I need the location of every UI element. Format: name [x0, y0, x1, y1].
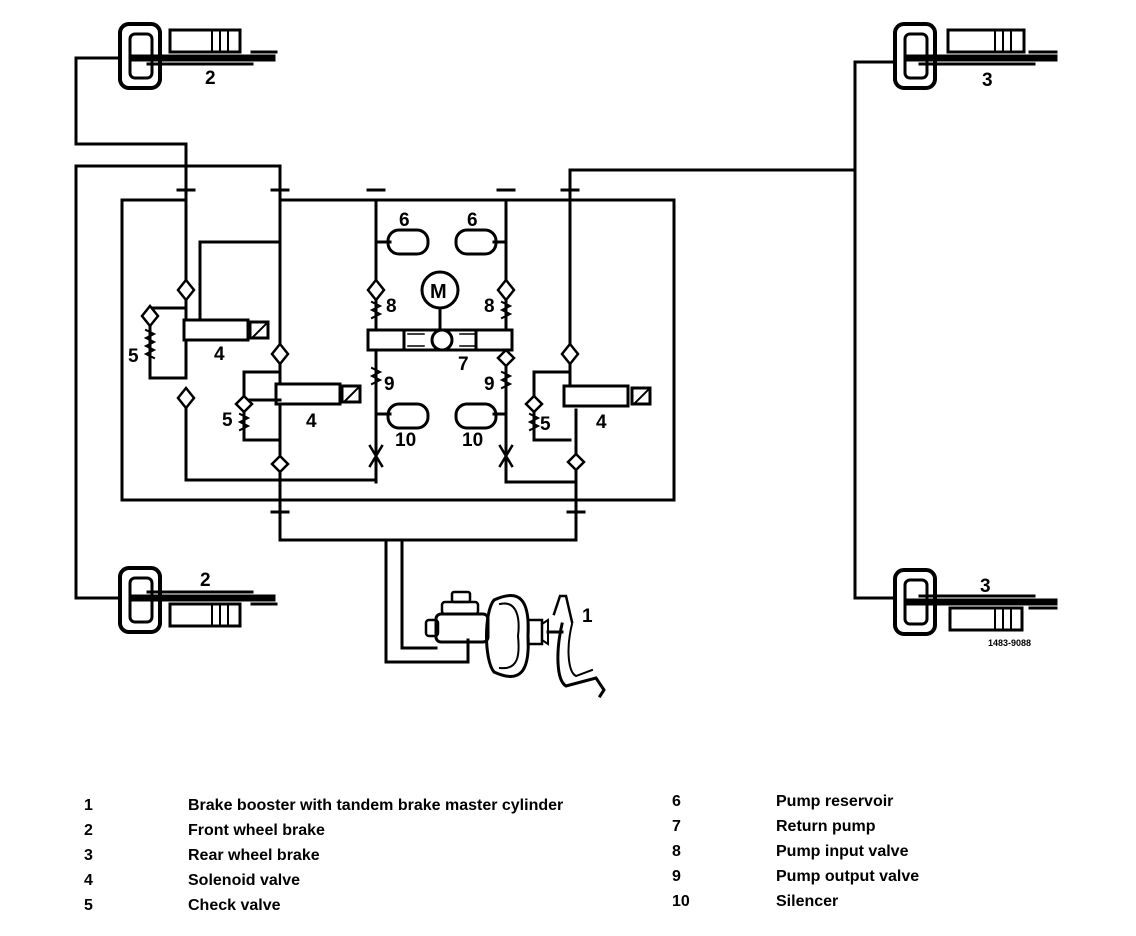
rear-brake-number: 3 [982, 70, 993, 91]
silencer-number: 10 [395, 430, 416, 451]
rear-brake-number: 3 [980, 576, 991, 597]
pump-reservoir-right: 6 [454, 210, 498, 256]
input-valve-number: 8 [386, 296, 397, 317]
solenoid-number: 4 [306, 411, 317, 432]
abs-hydraulic-diagram: 2 2 3 3 1483-9088 [74, 22, 1058, 699]
legend-text: Silencer [776, 893, 839, 910]
rear-wheel-brake-top-right: 3 [893, 22, 1058, 91]
legend-text: Brake booster with tandem brake master c… [188, 797, 564, 814]
legend-number: 7 [672, 818, 681, 835]
solenoid-number: 4 [214, 344, 225, 365]
legend-number: 1 [84, 797, 93, 814]
front-brake-number: 2 [200, 570, 211, 591]
rear-wheel-brake-bottom-right: 3 [893, 568, 1058, 636]
front-wheel-brake-bottom-left: 2 [118, 566, 278, 634]
pump-reservoir-left: 6 [386, 210, 430, 256]
check-valve-number: 5 [128, 346, 139, 367]
check-valves [140, 277, 586, 474]
solenoid-valve-front-left: 4 [182, 318, 270, 365]
legend-number: 4 [84, 872, 93, 889]
legend-number: 3 [84, 847, 93, 864]
return-pump: 7 [366, 328, 514, 375]
solenoid-valve-rear-right: 4 [562, 384, 652, 433]
reservoir-number: 6 [467, 210, 478, 231]
legend-text: Solenoid valve [188, 872, 301, 889]
legend-text: Pump reservoir [776, 793, 894, 810]
legend-text: Pump output valve [776, 868, 920, 885]
silencer-number: 10 [462, 430, 483, 451]
master-cylinder-lines [278, 510, 578, 664]
valve-springs [143, 300, 541, 432]
pump-motor: M [420, 270, 460, 332]
reservoir-number: 6 [399, 210, 410, 231]
legend-number: 5 [84, 897, 93, 914]
legend-number: 9 [672, 868, 681, 885]
motor-symbol: M [430, 281, 447, 303]
front-brake-number: 2 [205, 68, 216, 89]
valve-labels: 5 5 5 8 8 9 9 [128, 296, 551, 435]
output-valve-number: 9 [384, 374, 395, 395]
check-valve-number: 5 [540, 414, 551, 435]
output-valve-number: 9 [484, 374, 495, 395]
figure-code: 1483-9088 [988, 638, 1031, 648]
legend-text: Pump input valve [776, 843, 909, 860]
brake-booster: 1 [424, 590, 606, 699]
legend-number: 8 [672, 843, 681, 860]
booster-number: 1 [582, 606, 593, 627]
legend: 1 Brake booster with tandem brake master… [0, 792, 1136, 932]
check-valve-number: 5 [222, 410, 233, 431]
return-pump-number: 7 [458, 354, 469, 375]
input-valve-number: 8 [484, 296, 495, 317]
legend-number: 10 [672, 893, 690, 910]
legend-text: Check valve [188, 897, 281, 914]
legend-text: Return pump [776, 818, 876, 835]
throttles [368, 444, 514, 468]
hydraulic-unit-housing [120, 188, 676, 514]
legend-number: 2 [84, 822, 93, 839]
internal-circuits [148, 198, 578, 514]
brake-lines [74, 56, 897, 600]
front-wheel-brake-top-left: 2 [118, 22, 278, 90]
solenoid-number: 4 [596, 412, 607, 433]
legend-text: Rear wheel brake [188, 847, 320, 864]
solenoid-valve-rear-left: 4 [274, 382, 362, 432]
legend-number: 6 [672, 793, 681, 810]
legend-text: Front wheel brake [188, 822, 325, 839]
silencer-right: 10 [454, 402, 498, 451]
silencer-left: 10 [386, 402, 430, 451]
